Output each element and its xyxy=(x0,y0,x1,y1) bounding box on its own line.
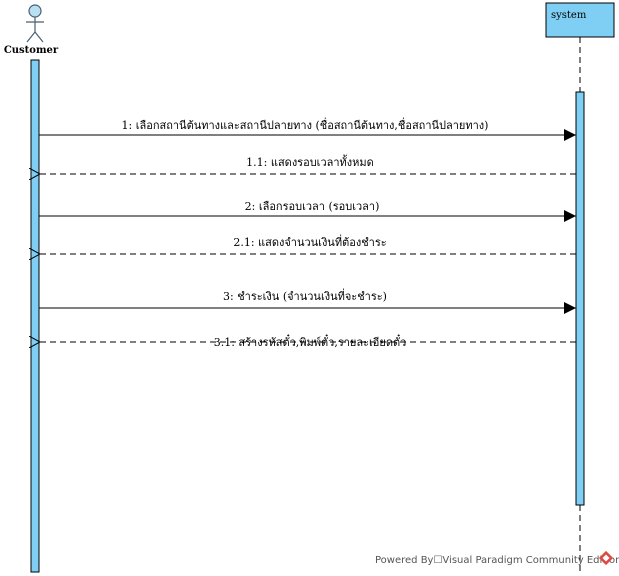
message-3-1-label: 3.1: สร้างรหัสตั๋ว,พิมพ์ตั๋ว,รายละเอียดต… xyxy=(214,333,407,349)
message-2-label: 2: เลือกรอบเวลา (รอบเวลา) xyxy=(245,200,380,213)
message-1-1-label: 1.1: แสดงรอบเวลาทั้งหมด xyxy=(246,154,374,169)
customer-activation-bar xyxy=(30,59,40,573)
actor-customer-label: Customer xyxy=(4,45,59,56)
powered-by-text: Powered By☐Visual Paradigm Community Edi… xyxy=(375,555,619,566)
message-2-1-label: 2.1: แสดงจำนวนเงินที่ต้องชำระ xyxy=(233,234,386,249)
message-3-label: 3: ชำระเงิน (จำนวนเงินที่จะชำระ) xyxy=(223,288,387,303)
message-1-label: 1: เลือกสถานีต้นทางและสถานีปลายทาง (ชื่อ… xyxy=(122,117,489,132)
system-activation-bar xyxy=(575,91,585,506)
system-lifeline-label: system xyxy=(551,10,587,21)
system-lifeline-box[interactable] xyxy=(545,2,615,38)
actor-customer-icon xyxy=(26,4,44,43)
visual-paradigm-logo-icon xyxy=(598,550,614,566)
